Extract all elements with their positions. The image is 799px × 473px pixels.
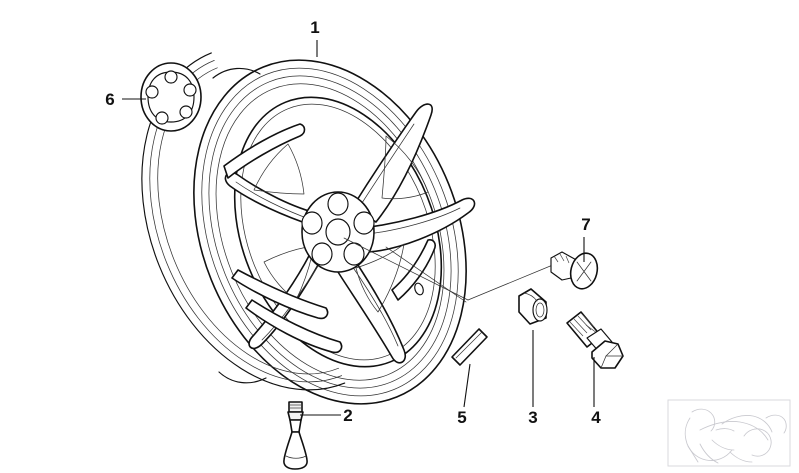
callout-label-6: 6 bbox=[105, 90, 114, 109]
leader-5 bbox=[463, 363, 471, 408]
wheel-spoke-2 bbox=[361, 197, 476, 253]
wheel-tangent-top bbox=[212, 67, 261, 79]
wheel-slot-1 bbox=[231, 269, 329, 320]
part-hub-cap-ring[interactable] bbox=[140, 62, 202, 132]
callout-label-4: 4 bbox=[591, 408, 601, 427]
plug-head-cross-mark bbox=[576, 261, 592, 282]
hubcap-hole-3 bbox=[179, 105, 193, 119]
plug-stem-ribs bbox=[553, 253, 570, 264]
cover-cap-opening-inner bbox=[535, 302, 545, 318]
valve-rubber-body bbox=[283, 431, 308, 470]
valve-construction-leader bbox=[343, 237, 561, 303]
valve-tip-threads bbox=[290, 404, 301, 409]
wheel-valve-hole bbox=[414, 282, 424, 296]
part-bolt-cover-cap[interactable] bbox=[518, 288, 548, 325]
valve-leader-seg-2 bbox=[467, 261, 561, 301]
wheel-window-2 bbox=[355, 243, 405, 313]
wheel-window-1 bbox=[381, 135, 429, 200]
wheel-slot-4 bbox=[391, 239, 436, 301]
wheel-rim-contour-1 bbox=[201, 67, 459, 397]
part-alloy-wheel-rim[interactable] bbox=[93, 19, 561, 445]
wheel-spoke-3 bbox=[337, 255, 406, 364]
valve-metal-tip bbox=[288, 401, 303, 413]
wheel-slot-2 bbox=[245, 299, 343, 354]
watermark-frame bbox=[667, 399, 791, 467]
part-tyre-valve-stem[interactable] bbox=[283, 401, 308, 470]
wheel-spoke-1 bbox=[351, 103, 433, 223]
balance-weight-body bbox=[451, 328, 488, 366]
wheel-rim-slots bbox=[223, 123, 436, 354]
watermark-art bbox=[684, 408, 787, 464]
wheel-tangent-bottom bbox=[218, 371, 267, 384]
wheel-hub bbox=[301, 191, 375, 273]
hubcap-hole-2 bbox=[183, 83, 197, 97]
cover-cap-top-crease bbox=[523, 292, 538, 302]
valve-body-crease bbox=[285, 455, 307, 459]
wheel-rim-contour-3 bbox=[215, 83, 445, 381]
callout-leaders bbox=[122, 40, 595, 416]
wheel-bolt-hole-4 bbox=[311, 242, 333, 266]
valve-collar bbox=[287, 411, 304, 421]
wheel-inner-dish bbox=[233, 96, 443, 368]
motorcycle-watermark bbox=[667, 399, 791, 467]
wheel-window-4 bbox=[253, 143, 305, 195]
wheel-bolt-hole-1 bbox=[327, 192, 349, 216]
part-valve-cap-plug[interactable] bbox=[550, 250, 601, 291]
wheel-inner-dish-2 bbox=[240, 103, 436, 361]
callout-label-3: 3 bbox=[528, 408, 537, 427]
callout-label-7: 7 bbox=[581, 215, 590, 234]
wheel-slot-3 bbox=[223, 123, 306, 179]
wheel-bolt-hole-2 bbox=[353, 211, 375, 235]
hubcap-hole-4 bbox=[155, 111, 169, 125]
hubcap-hole-1 bbox=[164, 70, 178, 84]
callout-label-1: 1 bbox=[310, 18, 319, 37]
callout-label-2: 2 bbox=[343, 406, 352, 425]
wheel-spoke-2-crease bbox=[367, 207, 461, 235]
valve-leader-seg-1 bbox=[343, 237, 469, 301]
wheel-window-3 bbox=[263, 245, 315, 301]
bolt-threads bbox=[569, 313, 598, 337]
wheel-hub-bore bbox=[325, 218, 351, 246]
part-wheel-bolt[interactable] bbox=[566, 311, 624, 369]
balance-weight-edge bbox=[455, 331, 483, 359]
valve-neck bbox=[289, 419, 302, 433]
part-balance-weight[interactable] bbox=[451, 328, 488, 366]
wheel-bolt-hole-5 bbox=[301, 211, 323, 235]
wheel-rim-contour-2 bbox=[208, 75, 452, 389]
callout-labels: 1 2 3 4 5 6 7 bbox=[105, 18, 601, 427]
cover-cap-opening-outer bbox=[532, 298, 548, 322]
wheel-spoke-1-crease bbox=[359, 123, 415, 207]
hubcap-hole-5 bbox=[145, 85, 159, 99]
wheel-spoke-windows bbox=[253, 135, 429, 313]
valve-leader-seg-3 bbox=[385, 246, 467, 303]
callout-label-5: 5 bbox=[457, 408, 466, 427]
